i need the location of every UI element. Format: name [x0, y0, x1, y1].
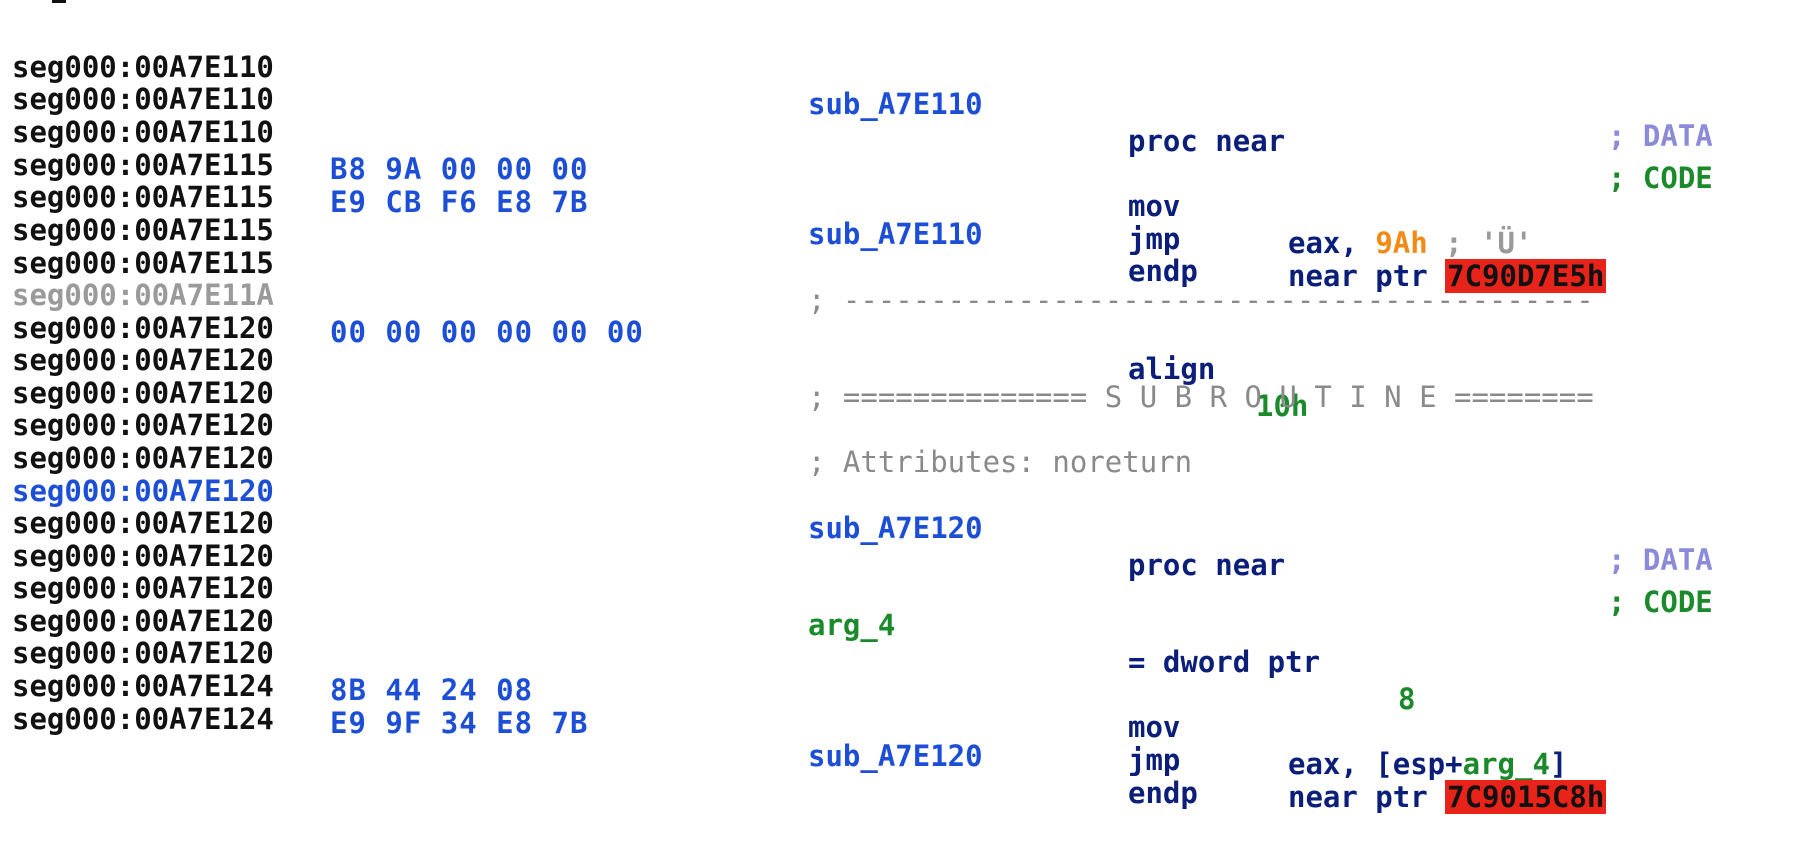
address: seg000:00A7E120 [12, 441, 274, 475]
argument-offset: 8 [1398, 682, 1416, 716]
operand-text: eax, [esp+ [1288, 747, 1463, 781]
listing-line[interactable]: seg000:00A7E11A 00 00 00 00 00 00 align … [0, 240, 1810, 423]
mnemonic: jmp [1128, 222, 1181, 256]
listing-line[interactable]: seg000:00A7E120 sub_A7E120 proc near ; C… [0, 436, 1810, 619]
listing-line[interactable]: seg000:00A7E110 ; DATA [0, 44, 1810, 153]
function-label[interactable]: sub_A7E120 [808, 739, 983, 773]
operands: near ptr 7C90D7E5h [1288, 258, 1607, 295]
separator-comment: ; --------------------------------------… [808, 283, 1594, 317]
listing-line[interactable]: seg000:00A7E120 8B 44 24 08 mov eax, [es… [0, 598, 1810, 781]
address: seg000:00A7E124 [12, 702, 274, 736]
address: seg000:00A7E120 [12, 506, 274, 540]
listing-line[interactable]: seg000:00A7E110 B8 9A 00 00 00 mov eax, … [0, 77, 1810, 260]
address: seg000:00A7E115 [12, 213, 274, 247]
function-label[interactable]: sub_A7E110 [808, 87, 983, 121]
listing-line[interactable]: seg000:00A7E120 ; Attributes: noreturn [0, 370, 1810, 479]
listing-line[interactable]: seg000:00A7E120 [0, 566, 1810, 638]
opcode-bytes: 8B 44 24 08 [330, 673, 534, 707]
disassembly-listing[interactable]: seg000:00A7E110 sub_A7E110 proc near ; C… [0, 0, 1810, 814]
jump-target[interactable]: 7C90D7E5h [1445, 259, 1607, 293]
code-xref-comment[interactable]: ; CODE [1608, 585, 1713, 619]
mnemonic: mov [1128, 189, 1181, 223]
listing-line[interactable]: seg000:00A7E120 [0, 501, 1810, 573]
address: seg000:00A7E120 [12, 474, 274, 508]
function-label[interactable]: sub_A7E120 [808, 511, 983, 545]
listing-line[interactable]: seg000:00A7E120 ; ============== S U B R… [0, 305, 1810, 414]
mnemonic: endp [1128, 254, 1198, 288]
code-xref-comment[interactable]: ; CODE [1608, 161, 1713, 195]
address: seg000:00A7E115 [12, 246, 274, 280]
attributes-comment: ; Attributes: noreturn [808, 445, 1193, 479]
operand-arg-ref[interactable]: arg_4 [1462, 747, 1550, 781]
opcode-bytes: 00 00 00 00 00 00 [330, 315, 644, 349]
address: seg000:00A7E115 [12, 180, 274, 214]
opcode-bytes: B8 9A 00 00 00 [330, 152, 589, 186]
address: seg000:00A7E120 [12, 539, 274, 573]
mnemonic: proc near [1128, 124, 1286, 158]
operands: eax, [esp+arg_4] [1288, 746, 1567, 783]
char-comment: ; 'Ü' [1427, 226, 1533, 260]
operand-text: near ptr [1288, 259, 1446, 293]
opcode-bytes: E9 9F 34 E8 7B [330, 706, 589, 740]
address: seg000:00A7E120 [12, 311, 274, 345]
address: seg000:00A7E120 [12, 408, 274, 442]
listing-line[interactable]: seg000:00A7E115 [0, 175, 1810, 247]
listing-line[interactable]: seg000:00A7E120 [0, 403, 1810, 475]
address: seg000:00A7E110 [12, 115, 274, 149]
mnemonic: mov [1128, 710, 1181, 744]
listing-line[interactable]: seg000:00A7E115 E9 CB F6 E8 7B jmp near … [0, 110, 1810, 293]
operand-immediate: 10h [1256, 389, 1309, 423]
listing-line[interactable]: seg000:00A7E120 arg_4 = dword ptr 8 [0, 533, 1810, 716]
listing-line[interactable]: seg000:00A7E115 sub_A7E110 endp [0, 142, 1810, 288]
address: seg000:00A7E11A [12, 278, 274, 312]
operands: eax, 9Ah ; 'Ü' [1288, 225, 1532, 262]
listing-line[interactable]: seg000:00A7E120 [0, 338, 1810, 410]
address: seg000:00A7E120 [12, 376, 274, 410]
mnemonic: align [1128, 352, 1216, 386]
operand-immediate: 9Ah [1375, 226, 1428, 260]
listing-line[interactable]: seg000:00A7E124 E9 9F 34 E8 7B jmp near … [0, 631, 1810, 814]
operand-text: eax, [1288, 226, 1376, 260]
operand-text: near ptr [1288, 780, 1446, 814]
listing-line[interactable]: seg000:00A7E115 ; ----------------------… [0, 208, 1810, 317]
listing-line[interactable]: seg000:00A7E120 [0, 273, 1810, 345]
cursor-tick [52, 0, 66, 3]
listing-line[interactable]: seg000:00A7E120 ; DATA [0, 468, 1810, 577]
address: seg000:00A7E120 [12, 343, 274, 377]
opcode-bytes: E9 CB F6 E8 7B [330, 185, 589, 219]
data-xref-comment[interactable]: ; DATA [1608, 543, 1713, 577]
argument-label[interactable]: arg_4 [808, 608, 896, 642]
mnemonic: proc near [1128, 548, 1286, 582]
address: seg000:00A7E115 [12, 148, 274, 182]
jump-target[interactable]: 7C9015C8h [1445, 780, 1607, 814]
operand-text: ] [1549, 747, 1568, 781]
address: seg000:00A7E120 [12, 636, 274, 670]
address: seg000:00A7E110 [12, 50, 274, 84]
listing-line[interactable]: seg000:00A7E110 sub_A7E110 proc near ; C… [0, 12, 1810, 195]
address: seg000:00A7E124 [12, 669, 274, 703]
address: seg000:00A7E120 [12, 571, 274, 605]
subroutine-separator: ; ============== S U B R O U T I N E ===… [808, 380, 1594, 414]
operands: near ptr 7C9015C8h [1288, 779, 1607, 816]
data-xref-comment[interactable]: ; DATA [1608, 119, 1713, 153]
definition: = dword ptr [1128, 645, 1321, 679]
mnemonic: endp [1128, 776, 1198, 810]
address: seg000:00A7E120 [12, 604, 274, 638]
listing-line[interactable]: seg000:00A7E124 sub_A7E120 endp [0, 664, 1810, 810]
address: seg000:00A7E110 [12, 82, 274, 116]
function-label[interactable]: sub_A7E110 [808, 217, 983, 251]
mnemonic: jmp [1128, 743, 1181, 777]
